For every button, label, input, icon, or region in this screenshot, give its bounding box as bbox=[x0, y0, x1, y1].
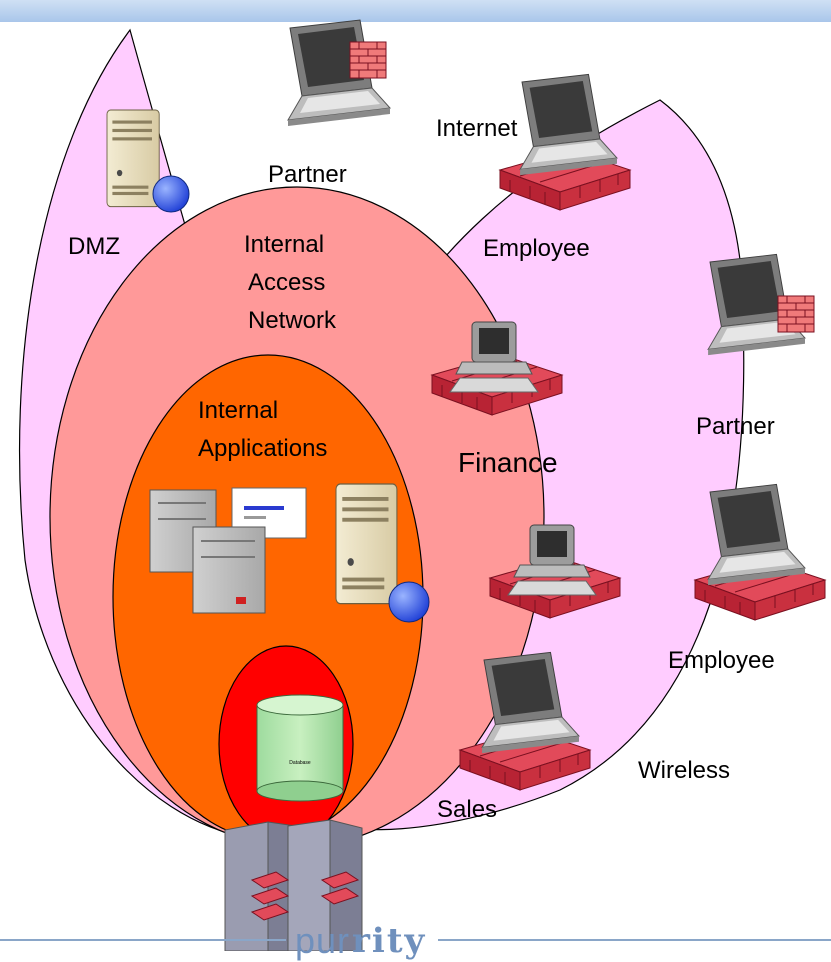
database-icon: Database bbox=[256, 694, 344, 802]
footer: pur rity bbox=[0, 920, 831, 961]
footer-line-left bbox=[0, 939, 286, 941]
label-finance: Finance bbox=[458, 447, 558, 478]
dmz-server-icon bbox=[106, 109, 190, 213]
footer-line-right bbox=[438, 939, 831, 941]
label-dmz: DMZ bbox=[68, 233, 120, 260]
label-internal-access-2: Access bbox=[248, 269, 325, 296]
label-wireless: Wireless bbox=[638, 757, 730, 784]
footer-brand: rity bbox=[352, 921, 427, 961]
partner-laptop-icon bbox=[287, 19, 391, 127]
app-web-server-icon bbox=[335, 483, 430, 623]
footer-text: pur bbox=[295, 920, 351, 961]
right-partner-laptop-icon bbox=[707, 253, 815, 356]
label-internal-access-3: Network bbox=[248, 307, 337, 334]
label-sales: Sales bbox=[437, 796, 497, 823]
label-employee-top: Employee bbox=[483, 235, 590, 262]
label-employee-right: Employee bbox=[668, 647, 775, 674]
database-label: Database bbox=[289, 760, 311, 766]
top-bar bbox=[0, 0, 831, 22]
label-internal-apps-1: Internal bbox=[198, 397, 278, 424]
label-internal-access-1: Internal bbox=[244, 231, 324, 258]
rack-servers-icon bbox=[224, 819, 363, 951]
label-partner-right: Partner bbox=[696, 413, 775, 440]
label-internal-apps-2: Applications bbox=[198, 435, 327, 462]
label-internet: Internet bbox=[436, 115, 518, 142]
label-partner-top: Partner bbox=[268, 161, 347, 188]
app-servers-icon bbox=[149, 487, 307, 614]
